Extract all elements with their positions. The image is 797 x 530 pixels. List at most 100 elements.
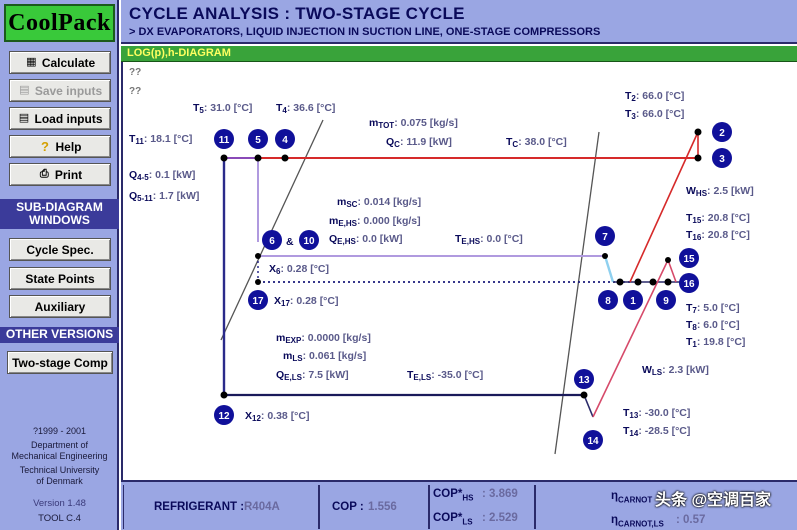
label-t2: T2: 66.0 [°C] (625, 90, 684, 103)
coolpack-logo: CoolPack (4, 4, 115, 42)
copyright-line: of Denmark (36, 476, 83, 486)
point-number: 8 (605, 296, 611, 307)
help-icon: ? (41, 139, 49, 154)
point-number: 3 (719, 154, 725, 165)
cop-hs-label-main: COP* (433, 488, 463, 500)
state-point-3[interactable]: 3 (712, 148, 732, 168)
watermark: 头条 @空调百家 (655, 492, 772, 509)
high-stage-compression (629, 131, 699, 283)
state-dot (220, 154, 228, 162)
diagram-placeholder: ?? (129, 86, 141, 97)
state-dot (649, 278, 657, 286)
state-dot (602, 253, 608, 259)
copyright-line: Technical University (19, 465, 100, 475)
point-number: 11 (219, 135, 230, 146)
state-point-1[interactable]: 1 (623, 290, 643, 310)
auxiliary-button[interactable]: Auxiliary (9, 295, 111, 318)
version-label: Version 1.48 (33, 498, 86, 509)
point-number: 2 (719, 128, 725, 139)
state-point-9[interactable]: 9 (656, 290, 676, 310)
label-q511: Q5-11: 1.7 [kW] (129, 190, 199, 203)
save-icon: ▤ (19, 84, 30, 96)
label-t7: T7: 5.0 [°C] (686, 302, 740, 315)
label-t1: T1: 19.8 [°C] (686, 336, 745, 349)
help-button[interactable]: ? Help (9, 135, 111, 158)
point-number: 6 (269, 236, 275, 247)
calculate-button-label: Calculate (41, 55, 96, 70)
line-13-14 (583, 394, 594, 418)
label-whs: WHS: 2.5 [kW] (686, 185, 754, 198)
state-point-5[interactable]: 5 (248, 129, 268, 149)
state-point-12[interactable]: 12 (214, 405, 234, 425)
state-point-16[interactable]: 16 (679, 273, 699, 293)
load-inputs-button-label: Load inputs (34, 111, 103, 126)
state-point-6[interactable]: 6 (262, 230, 282, 250)
label-msc: mSC: 0.014 [kg/s] (337, 196, 421, 209)
state-dot (255, 279, 261, 285)
state-dot (634, 278, 642, 286)
state-point-7[interactable]: 7 (595, 226, 615, 246)
point-number: 17 (252, 296, 264, 307)
point-number: 5 (255, 135, 261, 146)
label-t11: T11: 18.1 [°C] (129, 133, 192, 146)
state-dot (254, 154, 262, 162)
label-t3: T3: 66.0 [°C] (625, 108, 684, 121)
point-number: 14 (587, 436, 599, 447)
label-ampersand: & (286, 236, 294, 248)
state-dot (664, 278, 672, 286)
cop-ls-label-sub: LS (462, 517, 473, 527)
state-point-8[interactable]: 8 (598, 290, 618, 310)
label-t4: T4: 36.6 [°C] (276, 102, 335, 115)
state-point-2[interactable]: 2 (712, 122, 732, 142)
state-dot (616, 278, 624, 286)
page-header: CYCLE ANALYSIS : TWO-STAGE CYCLE > DX EV… (121, 0, 797, 44)
state-points-button[interactable]: State Points (9, 267, 111, 290)
label-tels: TE,LS: -35.0 [°C] (407, 369, 483, 382)
label-mtot: mTOT: 0.075 [kg/s] (369, 117, 458, 130)
low-stage-compression (592, 259, 669, 418)
eta-carnot-label: ηCARNOT (611, 490, 652, 504)
label-mehs: mE,HS: 0.000 [kg/s] (329, 215, 421, 228)
two-stage-comp-button[interactable]: Two-stage Comp (7, 351, 113, 374)
state-dot (694, 154, 702, 162)
state-dot (281, 154, 289, 162)
line-9-15 (667, 259, 677, 283)
carnot-cell: ηCARNOT ηCARNOT,LS : 0.57 (535, 485, 795, 529)
save-inputs-button[interactable]: ▤ Save inputs (9, 79, 111, 102)
cop-label: COP : (332, 501, 364, 513)
state-dot (580, 391, 588, 399)
cop-hs-value: : 3.869 (482, 488, 518, 500)
state-dot (255, 253, 261, 259)
state-point-4[interactable]: 4 (275, 129, 295, 149)
load-inputs-button[interactable]: ▤ Load inputs (9, 107, 111, 130)
cop-stage-cell: COP*HS : 3.869 COP*LS : 2.529 (429, 485, 535, 529)
state-point-11[interactable]: 11 (214, 129, 234, 149)
state-point-17[interactable]: 17 (248, 290, 268, 310)
subdiagram-header-line2: WINDOWS (29, 213, 90, 227)
cop-ls-label: COP*LS (433, 512, 473, 526)
label-mls: mLS: 0.061 [kg/s] (283, 350, 366, 363)
cop-ls-label-main: COP* (433, 512, 463, 524)
cop-ls-value: : 2.529 (482, 512, 518, 524)
save-inputs-button-label: Save inputs (34, 83, 103, 98)
label-q45: Q4-5: 0.1 [kW] (129, 169, 195, 182)
state-point-15[interactable]: 15 (679, 248, 699, 268)
state-point-14[interactable]: 14 (583, 430, 603, 450)
cycle-spec-button[interactable]: Cycle Spec. (9, 238, 111, 261)
copyright-line: ?1999 - 2001 (32, 426, 87, 436)
state-point-13[interactable]: 13 (574, 369, 594, 389)
state-point-10[interactable]: 10 (299, 230, 319, 250)
eta-carnot-sub: CARNOT (618, 495, 653, 505)
label-t16: T16: 20.8 [°C] (686, 229, 750, 242)
tool-label: TOOL C.4 (38, 513, 81, 524)
diagram-canvas: ?? ?? (129, 67, 754, 455)
diagram-title: LOG(p),h-DIAGRAM (127, 47, 231, 59)
calculate-button[interactable]: ▦ Calculate (9, 51, 111, 74)
label-t13: T13: -30.0 [°C] (623, 407, 690, 420)
printer-icon: ⎙ (39, 168, 49, 180)
label-qels: QE,LS: 7.5 [kW] (276, 369, 349, 382)
print-button[interactable]: ⎙ Print (9, 163, 111, 186)
copyright-notice: ?1999 - 2001 Department of Mechanical En… (0, 426, 119, 487)
results-footer: REFRIGERANT : R404A COP : 1.556 COP*HS :… (121, 480, 797, 530)
state-dot (220, 391, 228, 399)
